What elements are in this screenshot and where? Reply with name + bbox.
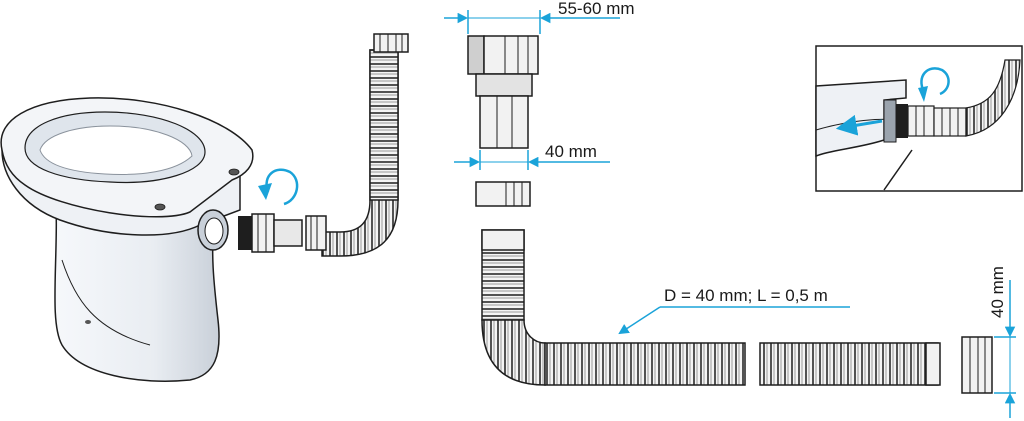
dimension-label-end: 40 mm xyxy=(988,266,1007,318)
dimension-hose-spec: D = 40 mm; L = 0,5 m xyxy=(618,286,850,335)
rotate-arrow-icon xyxy=(258,168,299,206)
coupling-adapter xyxy=(467,35,539,149)
dimension-label-coupling: 55-60 mm xyxy=(558,0,635,18)
toilet-bowl xyxy=(0,97,254,382)
dimension-pipe-diameter: 40 mm xyxy=(454,142,610,170)
hose-nut xyxy=(475,181,531,207)
dimension-coupling-length: 55-60 mm xyxy=(444,0,635,34)
dimension-label-pipe: 40 mm xyxy=(545,142,597,161)
dimension-label-hose: D = 40 mm; L = 0,5 m xyxy=(664,286,828,305)
corrugated-hose-bent xyxy=(305,33,409,257)
end-fitting xyxy=(961,336,993,394)
inset-detail xyxy=(815,45,1023,192)
dimension-end-diameter: 40 mm xyxy=(988,266,1016,418)
seal-connector xyxy=(238,213,303,253)
corrugated-hose-long xyxy=(481,229,941,386)
